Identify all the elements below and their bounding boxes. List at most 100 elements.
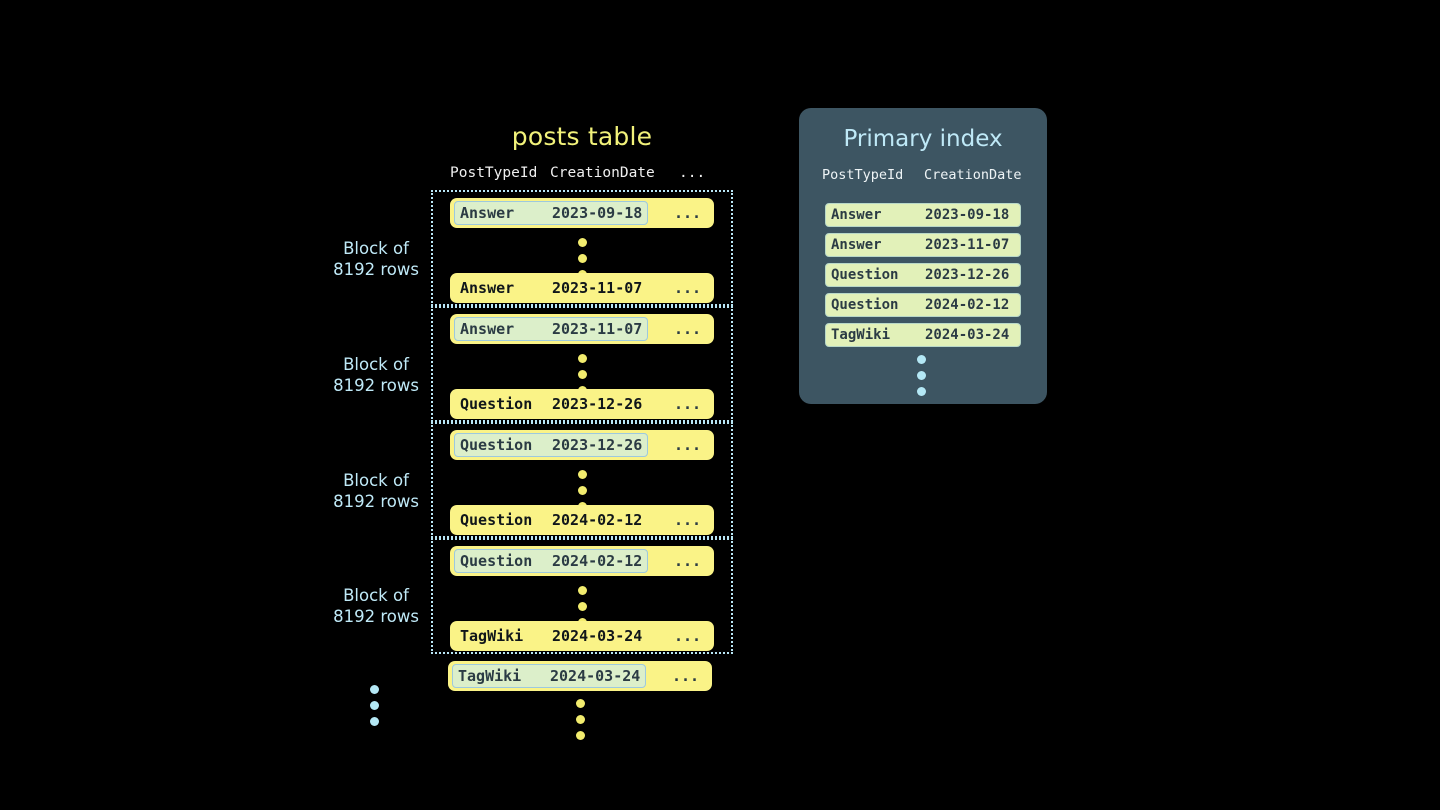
dot [578, 370, 587, 379]
index-cell-creationdate: 2023-09-18 [925, 207, 1010, 223]
dot [578, 486, 587, 495]
index-entry: TagWiki 2024-03-24 [825, 323, 1021, 347]
index-cell-posttypeid: Answer [831, 237, 882, 253]
index-cell-posttypeid: Answer [831, 207, 882, 223]
table-row: Answer 2023-09-18 ... [450, 198, 714, 228]
table-row: Question 2024-02-12 ... [450, 546, 714, 576]
block-label-line1: Block of [343, 471, 409, 490]
cell-posttypeid: Question [460, 436, 533, 454]
cell-creationdate: 2023-11-07 [552, 320, 643, 338]
index-cell-posttypeid: Question [831, 267, 899, 283]
block-label-2: Block of 8192 rows [306, 354, 446, 396]
cell-ellipsis: ... [674, 279, 702, 297]
index-entry: Question 2024-02-12 [825, 293, 1021, 317]
cell-creationdate: 2024-02-12 [552, 552, 643, 570]
posts-table-column-headers: PostTypeId CreationDate ... [431, 165, 733, 187]
cell-ellipsis: ... [674, 552, 702, 570]
index-cell-creationdate: 2023-12-26 [925, 267, 1010, 283]
block-label-line2: 8192 rows [333, 376, 419, 395]
cell-ellipsis: ... [672, 667, 700, 685]
row-cells: TagWiki 2024-03-24 [450, 621, 648, 651]
cell-creationdate: 2023-12-26 [552, 436, 643, 454]
index-column-header-creationdate: CreationDate [924, 167, 1022, 183]
dot [578, 586, 587, 595]
row-key-highlight: Question 2023-12-26 [454, 433, 649, 457]
block-label-line1: Block of [343, 355, 409, 374]
index-cell-creationdate: 2024-02-12 [925, 297, 1010, 313]
cell-ellipsis: ... [674, 436, 702, 454]
primary-index-panel: Primary index PostTypeId CreationDate An… [799, 108, 1047, 404]
cell-ellipsis: ... [674, 511, 702, 529]
table-row: Answer 2023-11-07 ... [450, 273, 714, 303]
dot [576, 715, 585, 724]
table-row-trailing: TagWiki 2024-03-24 ... [448, 661, 712, 691]
cell-posttypeid: Question [460, 511, 533, 529]
cell-creationdate: 2023-12-26 [552, 395, 643, 413]
table-row: Answer 2023-11-07 ... [450, 314, 714, 344]
dot [576, 699, 585, 708]
dot [578, 470, 587, 479]
cell-ellipsis: ... [674, 320, 702, 338]
block-1: Answer 2023-09-18 ... Answer 2023-11-07 ..… [431, 190, 733, 306]
dot [917, 371, 926, 380]
cell-posttypeid: TagWiki [458, 667, 522, 685]
index-entry: Answer 2023-11-07 [825, 233, 1021, 257]
primary-index-column-headers: PostTypeId CreationDate [799, 167, 1047, 189]
dot [578, 602, 587, 611]
index-column-header-posttypeid: PostTypeId [822, 167, 904, 183]
posts-table-title: posts table [511, 122, 653, 151]
cell-ellipsis: ... [674, 395, 702, 413]
column-header-ellipsis: ... [679, 165, 706, 181]
dot [578, 354, 587, 363]
cell-creationdate: 2024-03-24 [552, 627, 643, 645]
row-cells: Answer 2023-11-07 [450, 314, 649, 344]
primary-index-ellipsis [917, 355, 929, 403]
row-cells: Question 2024-02-12 [450, 546, 649, 576]
cell-creationdate: 2023-11-07 [552, 279, 643, 297]
table-row: Question 2023-12-26 ... [450, 430, 714, 460]
cell-posttypeid: Question [460, 552, 533, 570]
block-label-1: Block of 8192 rows [306, 238, 446, 280]
block-label-3: Block of 8192 rows [306, 470, 446, 512]
row-cells: Answer 2023-09-18 [450, 198, 649, 228]
block-label-line2: 8192 rows [333, 492, 419, 511]
cell-posttypeid: TagWiki [460, 627, 524, 645]
cell-ellipsis: ... [674, 204, 702, 222]
dot [370, 685, 379, 694]
posts-table-bottom-ellipsis [576, 699, 588, 747]
index-entry: Answer 2023-09-18 [825, 203, 1021, 227]
dot [917, 355, 926, 364]
row-key-highlight: Question 2024-02-12 [454, 549, 649, 573]
cell-posttypeid: Answer [460, 204, 515, 222]
index-cell-creationdate: 2024-03-24 [925, 327, 1010, 343]
cell-ellipsis: ... [674, 627, 702, 645]
index-cell-posttypeid: TagWiki [831, 327, 891, 343]
block-4: Question 2024-02-12 ... TagWiki 2024-03-24… [431, 538, 733, 654]
row-key-highlight: Answer 2023-09-18 [454, 201, 649, 225]
row-key-highlight: Answer 2023-11-07 [454, 317, 649, 341]
blocks-continuation-ellipsis [370, 685, 382, 733]
cell-creationdate: 2024-03-24 [550, 667, 641, 685]
block-label-line2: 8192 rows [333, 260, 419, 279]
dot [370, 717, 379, 726]
index-entry: Question 2023-12-26 [825, 263, 1021, 287]
dot [917, 387, 926, 396]
row-key-highlight: TagWiki 2024-03-24 [452, 664, 647, 688]
cell-posttypeid: Answer [460, 279, 515, 297]
block-label-4: Block of 8192 rows [306, 585, 446, 627]
cell-creationdate: 2023-09-18 [552, 204, 643, 222]
row-cells: TagWiki 2024-03-24 [448, 661, 647, 691]
cell-posttypeid: Answer [460, 320, 515, 338]
dot [576, 731, 585, 740]
dot [578, 254, 587, 263]
row-key: Answer 2023-11-07 [454, 276, 648, 300]
primary-index-title: Primary index [843, 126, 1003, 152]
dot [370, 701, 379, 710]
table-row: TagWiki 2024-03-24 ... [450, 621, 714, 651]
